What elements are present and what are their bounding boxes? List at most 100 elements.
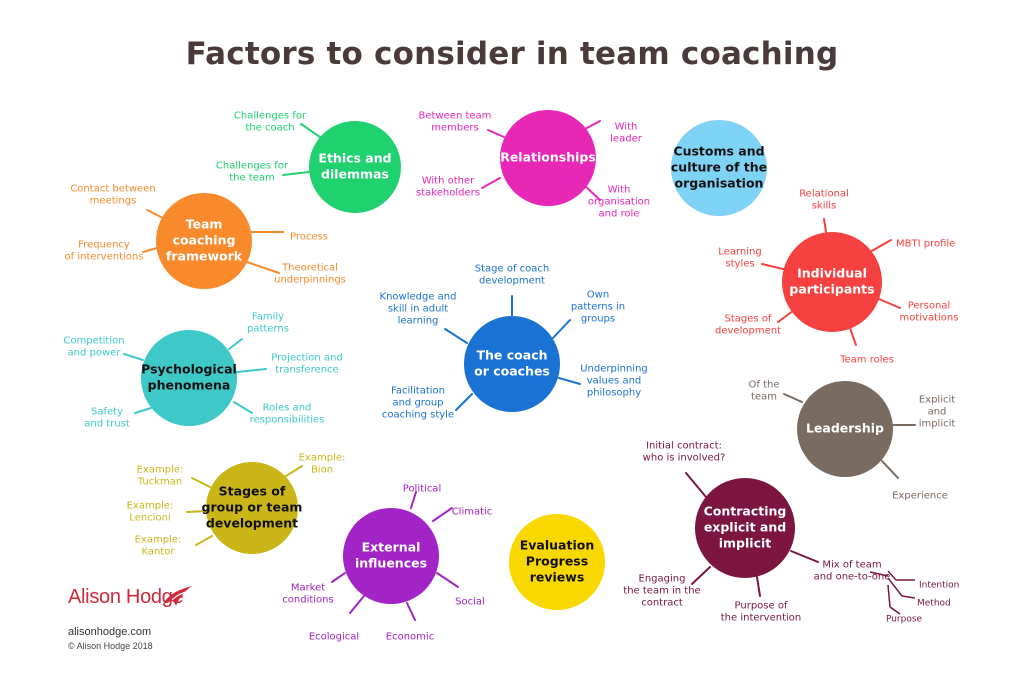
- sub-branch-line: [887, 577, 903, 597]
- stages-circle: [206, 462, 298, 554]
- sub-branch-label-line: Purpose: [886, 615, 923, 625]
- branch-label-line: MBTI profile: [896, 239, 955, 250]
- branch-line: [685, 472, 707, 498]
- branch-line: [756, 576, 761, 597]
- branch-line: [487, 129, 505, 138]
- branch-label-line: motivations: [900, 313, 959, 324]
- branch-line: [823, 218, 827, 233]
- customs-circle: [671, 120, 767, 216]
- diagram-title: Factors to consider in team coaching: [185, 36, 839, 72]
- branch-label-line: Social: [455, 597, 485, 608]
- branch-line: [191, 477, 211, 488]
- branch-line: [584, 185, 601, 201]
- sub-branch-line: [901, 595, 916, 599]
- branch-label-line: Example:: [127, 501, 174, 512]
- branch-line: [761, 263, 784, 270]
- ethics-title-line: dilemmas: [321, 167, 389, 182]
- branch-line: [849, 327, 857, 346]
- node-contracting: Initial contract:who is involved?Engagin…: [623, 441, 959, 625]
- branch-label-line: and: [928, 407, 947, 418]
- branch-label-line: skills: [812, 201, 837, 212]
- branch-label-line: transference: [275, 365, 338, 376]
- branch-label-line: Underpinning: [580, 364, 648, 375]
- branch-label-line: Example:: [137, 465, 184, 476]
- branch-label-line: Roles and: [263, 403, 312, 414]
- psych-circle: [141, 330, 237, 426]
- branch-label-line: Personal: [908, 301, 951, 312]
- branch-label: Example:Kantor: [135, 535, 182, 558]
- branch-label-line: Engaging: [639, 574, 686, 585]
- stages-title-line: Stages of: [219, 484, 286, 499]
- branch-label-line: the coach: [245, 123, 294, 134]
- branch-label-line: skill in adult: [388, 304, 448, 315]
- branch-label-line: Frequency: [78, 240, 130, 251]
- branch-label-line: Theoretical: [281, 263, 338, 274]
- branch-line: [123, 353, 144, 361]
- branch-label-line: Example:: [299, 453, 346, 464]
- node-external: PoliticalClimaticSocialEconomicEcologica…: [282, 484, 492, 643]
- leadership-title-line: Leadership: [806, 421, 884, 436]
- coach-title-line: The coach: [477, 348, 548, 363]
- external-title-line: External: [362, 540, 421, 555]
- leadership-circle: [797, 381, 893, 477]
- sub-branch-label: Method: [917, 599, 951, 609]
- branch-label-line: styles: [725, 259, 754, 270]
- branch-line: [455, 393, 473, 411]
- branch-label-line: Example:: [135, 535, 182, 546]
- branch-label-line: Between team: [419, 111, 492, 122]
- branch-label-line: the team: [229, 173, 275, 184]
- branch-line: [331, 572, 346, 583]
- sub-branch-label: Intention: [919, 581, 959, 591]
- branch-line: [444, 328, 468, 344]
- branch-label: Team roles: [839, 355, 894, 366]
- branch-label-line: Process: [290, 232, 328, 243]
- relationships-title-line: Relationships: [500, 150, 596, 165]
- branch-line: [246, 261, 280, 274]
- sub-branch-line: [889, 606, 901, 615]
- branch-label-line: and role: [599, 209, 640, 220]
- framework-title-line: coaching: [173, 233, 236, 248]
- stages-title-line: group or team: [202, 500, 303, 515]
- branch-label-line: Challenges for: [216, 161, 289, 172]
- branch-label-line: Lencioni: [129, 513, 170, 524]
- evaluation-title-line: reviews: [530, 570, 585, 585]
- branch-label: Experience: [892, 491, 948, 502]
- branch-label-line: Team roles: [839, 355, 894, 366]
- contracting-circle: [695, 478, 795, 578]
- branch-label: Example:Tuckman: [137, 465, 184, 488]
- stages-title-line: development: [206, 516, 298, 531]
- branch-label-line: Mix of team: [822, 560, 881, 571]
- branch-label-line: and trust: [84, 419, 130, 430]
- branch-line: [142, 247, 158, 253]
- branch-label-line: conditions: [282, 595, 333, 606]
- brand-website: alisonhodge.com: [68, 626, 152, 638]
- ethics-title-line: Ethics and: [318, 151, 391, 166]
- branch-label-line: members: [431, 123, 478, 134]
- branch-label-line: Challenges for: [234, 111, 307, 122]
- branch-line: [146, 209, 164, 219]
- branch-line: [410, 491, 417, 509]
- branch-label-line: Relational: [799, 189, 849, 200]
- branch-line: [285, 465, 303, 477]
- branch-label-line: Own: [587, 290, 609, 301]
